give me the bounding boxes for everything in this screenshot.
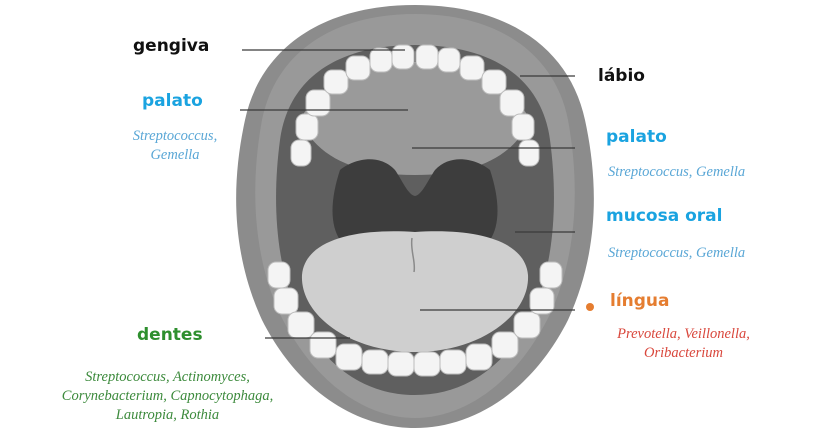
bacteria-palato-left-line-2: Gemella	[100, 146, 250, 165]
bacteria-palato-right: Streptococcus, Gemella	[608, 163, 745, 182]
bacteria-dentes-line-1: Streptococcus, Actinomyces,	[5, 368, 330, 387]
bacteria-dentes-line-3: Lautropia, Rothia	[5, 406, 330, 425]
bacteria-mucosa-oral-line-1: Streptococcus, Gemella	[608, 244, 745, 263]
bacteria-dentes-line-2: Corynebacterium, Capnocytophaga,	[5, 387, 330, 406]
bacteria-palato-right-line-1: Streptococcus, Gemella	[608, 163, 745, 182]
label-gengiva: gengiva	[133, 36, 209, 56]
bacteria-lingua-line-2: Oribacterium	[566, 344, 801, 363]
label-labio: lábio	[598, 66, 645, 86]
bacteria-mucosa-oral: Streptococcus, Gemella	[608, 244, 745, 263]
bacteria-lingua: Prevotella, Veillonella, Oribacterium	[566, 325, 801, 363]
label-mucosa-oral: mucosa oral	[606, 206, 722, 226]
lingua-marker-dot	[586, 303, 594, 311]
label-lingua: língua	[610, 291, 670, 311]
label-palato-right: palato	[606, 127, 667, 147]
bacteria-lingua-line-1: Prevotella, Veillonella,	[566, 325, 801, 344]
bacteria-dentes: Streptococcus, Actinomyces, Corynebacter…	[5, 368, 330, 425]
label-dentes: dentes	[137, 325, 203, 345]
bacteria-palato-left-line-1: Streptococcus,	[100, 127, 250, 146]
bacteria-palato-left: Streptococcus, Gemella	[100, 127, 250, 165]
label-palato-left: palato	[142, 91, 203, 111]
